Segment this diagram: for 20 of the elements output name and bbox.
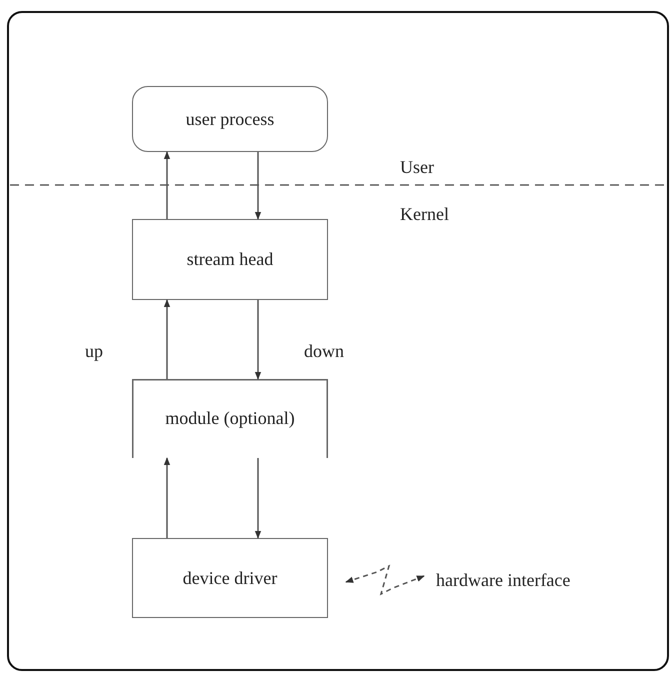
process-box: [132, 538, 328, 618]
annotation-label: down: [304, 341, 344, 362]
node-label: user process: [186, 108, 274, 130]
arrow: [164, 457, 170, 538]
arrow: [254, 458, 262, 539]
node-label: device driver: [182, 568, 278, 588]
process-box: [132, 379, 328, 458]
lightning-arrow: [345, 564, 425, 596]
annotation-label: Kernel: [400, 204, 449, 225]
annotation-label: up: [85, 341, 103, 362]
arrow: [254, 300, 262, 380]
arrow: [164, 299, 170, 379]
process-box: [132, 219, 328, 300]
node-label: stream head: [186, 249, 274, 270]
node-label: module (optional): [165, 408, 295, 429]
annotation-label: User: [400, 157, 434, 178]
arrow: [164, 151, 170, 219]
process-box: [132, 86, 328, 152]
node-label: hardware interface: [436, 570, 570, 590]
arrow: [254, 152, 262, 220]
